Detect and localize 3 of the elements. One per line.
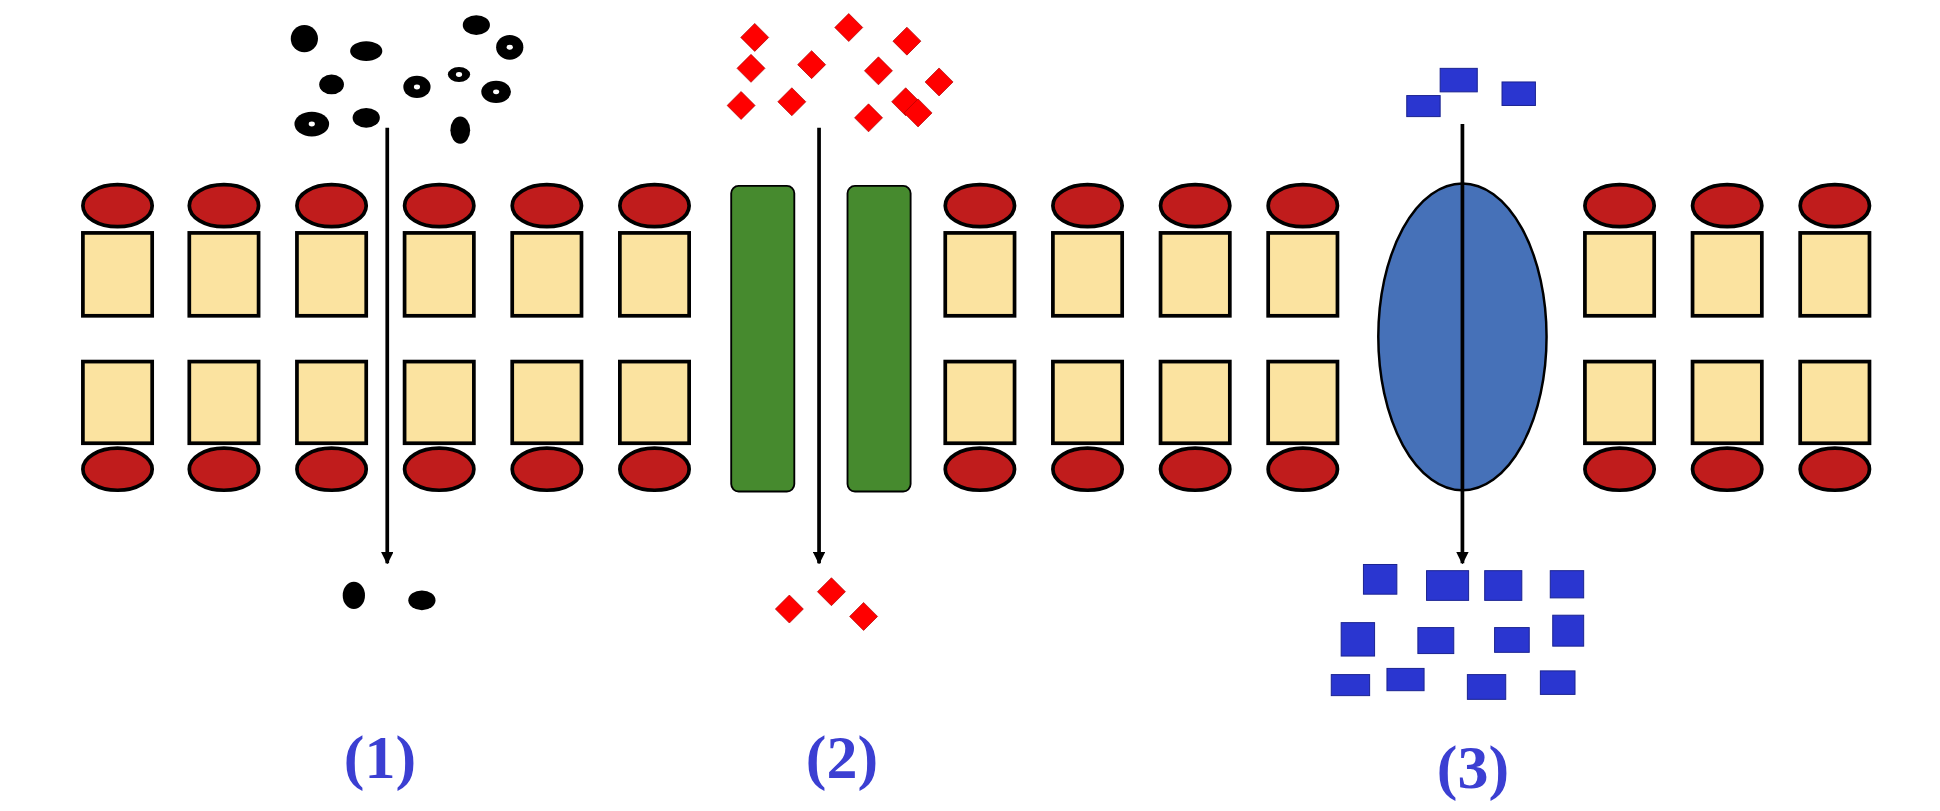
step-number: (3) bbox=[1436, 731, 1510, 803]
step-number: (2) bbox=[805, 721, 879, 793]
step-number: (1) bbox=[343, 721, 417, 793]
